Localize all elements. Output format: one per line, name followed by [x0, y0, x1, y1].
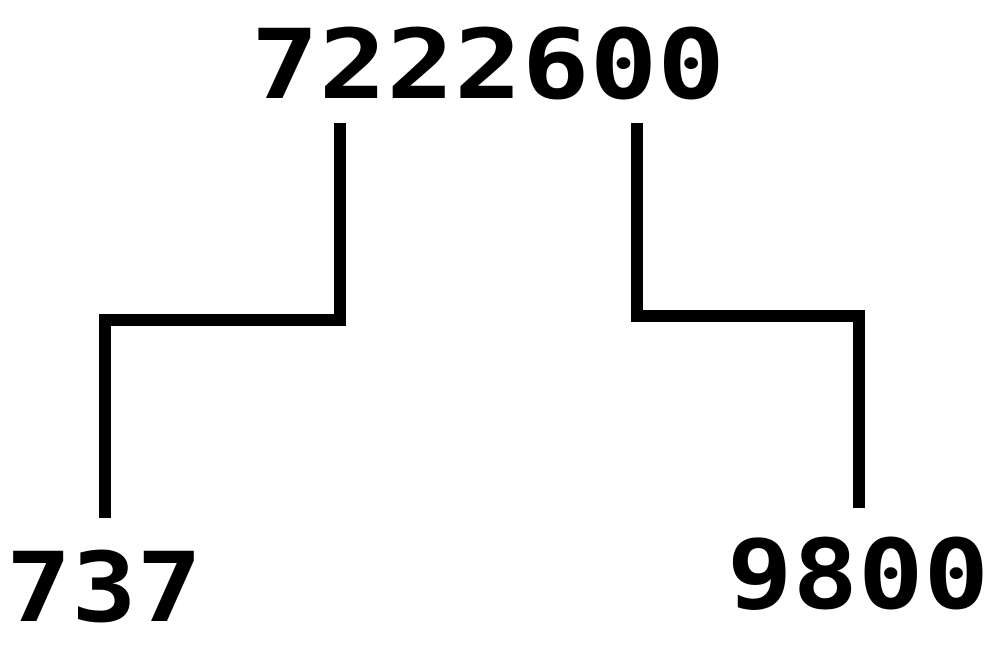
left-factor-number: 737	[6, 532, 202, 644]
root-number: 7222600	[251, 9, 725, 121]
right-factor-number: 9800	[727, 519, 989, 631]
right-branch-connector	[631, 123, 865, 508]
left-branch-connector	[99, 123, 346, 518]
